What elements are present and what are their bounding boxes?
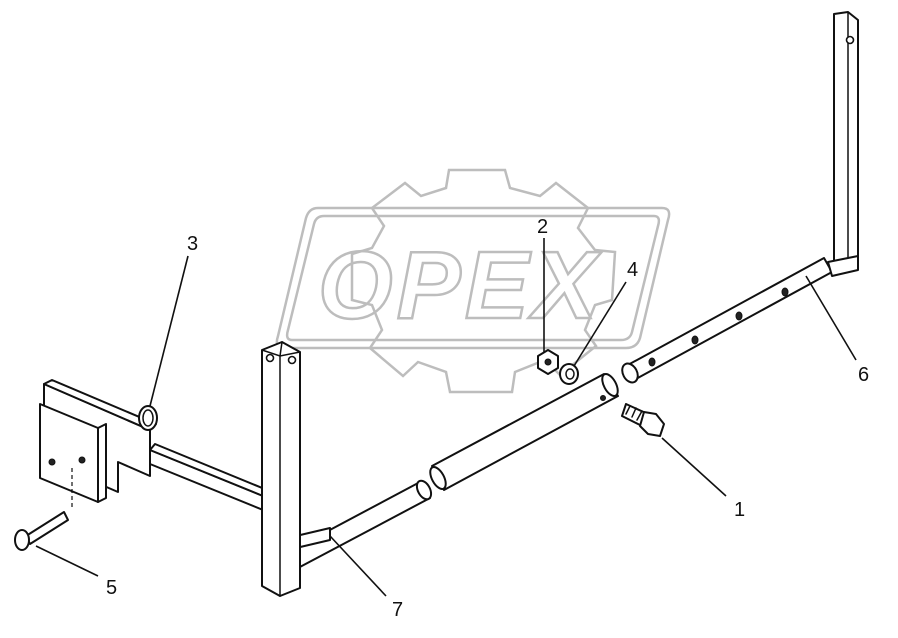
callout-3: 3 <box>187 233 198 255</box>
callout-2: 2 <box>537 216 548 238</box>
tube-hole <box>735 311 743 321</box>
leader-7 <box>329 535 387 597</box>
left-post-hole <box>287 355 297 365</box>
bolt-part <box>621 403 665 437</box>
leader-5 <box>35 545 99 577</box>
callout-7: 7 <box>392 599 403 621</box>
right-post-hole <box>845 35 855 45</box>
ring-part <box>138 405 158 431</box>
callout-6: 6 <box>858 364 869 386</box>
left-frame-assembly <box>149 341 433 597</box>
right-frame-tube-end <box>621 362 639 384</box>
watermark-badge <box>275 206 671 350</box>
callout-1: 1 <box>734 499 745 521</box>
callout-labels: 1 2 3 4 5 6 7 <box>106 216 869 621</box>
left-frame-tube <box>295 481 431 569</box>
leader-lines <box>35 238 857 597</box>
leader-6 <box>805 275 857 361</box>
gear-watermark-icon <box>350 168 617 394</box>
bracket-hole <box>48 458 56 466</box>
middle-tube <box>429 373 619 491</box>
bracket-hole <box>78 456 86 464</box>
callout-4: 4 <box>627 259 638 281</box>
pin-part <box>14 511 69 551</box>
tube-hole <box>781 287 789 297</box>
tube-hole <box>648 357 656 367</box>
left-frame-arm <box>149 449 269 513</box>
left-frame-post <box>261 341 301 597</box>
washer-part <box>559 363 579 385</box>
watermark-text: OPEX <box>318 232 602 339</box>
nut-part <box>537 349 559 375</box>
right-frame-post <box>833 11 859 273</box>
callout-5: 5 <box>106 577 117 599</box>
tube-hole <box>691 335 699 345</box>
opex-watermark: OPEX <box>275 168 671 394</box>
left-frame-tube-end <box>415 479 433 501</box>
right-frame-assembly <box>621 11 859 384</box>
mounting-bracket <box>39 379 157 508</box>
leader-4 <box>573 281 627 367</box>
right-frame-tube <box>625 257 833 381</box>
left-post-hole <box>265 353 275 363</box>
leader-1 <box>661 437 727 497</box>
leader-3 <box>149 255 189 407</box>
